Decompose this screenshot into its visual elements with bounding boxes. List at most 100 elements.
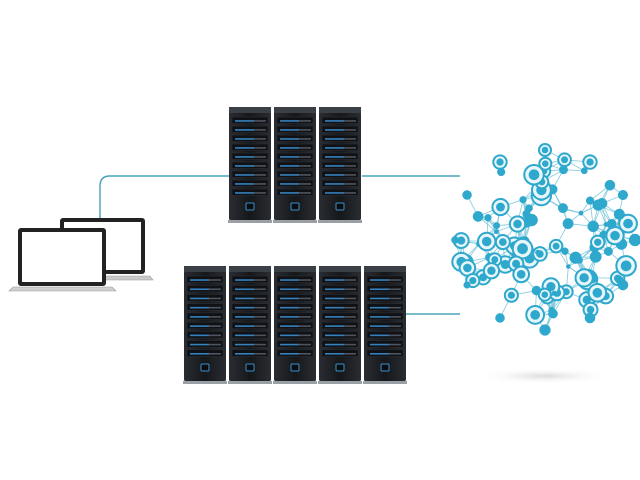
rack-power-button — [335, 363, 345, 372]
mesh-node — [493, 229, 499, 235]
mesh-node-core — [496, 158, 504, 166]
rack-vent — [208, 306, 221, 309]
rack-led-strip — [235, 297, 254, 300]
rack-led-strip — [280, 129, 299, 131]
rack-led-strip — [190, 306, 209, 309]
rack-vent — [298, 325, 311, 327]
rack-led-strip — [235, 353, 254, 355]
mesh-node — [603, 246, 613, 256]
rack-vent — [253, 174, 266, 176]
rack-vent — [208, 353, 221, 355]
mesh-node — [557, 203, 568, 214]
mesh-node — [604, 179, 616, 191]
rack-led-strip — [370, 306, 389, 309]
rack-vent — [388, 316, 401, 318]
rack-led-strip — [370, 325, 389, 327]
rack-vent — [388, 288, 401, 291]
mesh-node-core — [487, 266, 496, 275]
mesh-node-core — [481, 236, 492, 247]
mesh-node-core — [500, 259, 510, 269]
rack-led-strip — [280, 174, 299, 176]
rack-base — [228, 220, 272, 223]
rack-led-strip — [235, 174, 254, 176]
rack-led-strip — [280, 138, 299, 140]
rack-led-strip — [235, 325, 254, 327]
rack-vent — [298, 120, 311, 122]
mesh-node — [561, 247, 569, 255]
mesh-node — [580, 167, 588, 175]
rack-top — [184, 266, 226, 272]
rack-led-strip — [325, 183, 344, 185]
rack-vent — [388, 279, 401, 281]
rack-led-strip — [325, 156, 344, 158]
rack-vent — [343, 334, 356, 337]
server-rack-icon — [228, 266, 272, 384]
rack-vent — [388, 353, 401, 355]
rack-led-strip — [325, 353, 344, 355]
rack-vent — [298, 279, 311, 281]
rack-vent — [298, 129, 311, 131]
mesh-node-core — [491, 256, 499, 264]
rack-led-strip — [190, 325, 209, 327]
rack-led-strip — [325, 120, 344, 122]
rack-vent — [253, 306, 266, 309]
rack-vent — [343, 325, 356, 327]
server-rack-icon — [318, 266, 362, 384]
rack-vent — [388, 306, 401, 309]
rack-led-strip — [325, 343, 344, 346]
rack-vent — [343, 353, 356, 355]
rack-led-strip — [370, 334, 389, 337]
rack-vent — [388, 343, 401, 346]
mesh-node-core — [498, 238, 507, 246]
rack-led-strip — [235, 129, 254, 131]
mesh-node-core — [528, 169, 540, 181]
rack-vent — [208, 316, 221, 318]
rack-vent — [208, 334, 221, 337]
rack-led-strip — [235, 138, 254, 140]
rack-vent — [253, 165, 266, 167]
mesh-node — [531, 285, 542, 296]
rack-led-strip — [370, 353, 389, 355]
rack-top — [364, 266, 406, 272]
mesh-node — [584, 312, 596, 324]
rack-led-strip — [280, 306, 299, 309]
rack-vent — [253, 120, 266, 122]
rack-led-strip — [280, 120, 299, 122]
rack-led-strip — [235, 306, 254, 309]
rack-vent — [343, 120, 356, 122]
rack-led-strip — [280, 316, 299, 318]
rack-vent — [343, 183, 356, 185]
rack-vent — [253, 147, 266, 149]
rack-led-strip — [235, 192, 254, 194]
mesh-node — [578, 210, 584, 216]
rack-base — [273, 220, 317, 223]
rack-vent — [208, 297, 221, 300]
mesh-node-core — [592, 287, 603, 298]
rack-power-button — [290, 202, 300, 211]
rack-power-button — [245, 202, 255, 211]
rack-vent — [253, 343, 266, 346]
rack-vent — [208, 343, 221, 346]
rack-vent — [253, 353, 266, 355]
rack-led-strip — [325, 174, 344, 176]
rack-led-strip — [190, 343, 209, 346]
rack-led-strip — [190, 316, 209, 318]
network-mesh-icon — [451, 142, 640, 336]
rack-vent — [298, 306, 311, 309]
rack-led-strip — [280, 334, 299, 337]
mesh-node-core — [517, 243, 528, 255]
server-rack-icon — [228, 107, 272, 223]
rack-vent — [253, 279, 266, 281]
rack-led-strip — [190, 279, 209, 281]
rack-power-button — [200, 363, 210, 372]
mesh-node — [585, 196, 595, 205]
server-rack-icon — [318, 107, 362, 223]
server-rack-icon — [273, 107, 317, 223]
rack-power-button — [380, 363, 390, 372]
rack-top — [229, 107, 271, 113]
rack-base — [318, 220, 362, 223]
rack-led-strip — [325, 306, 344, 309]
rack-base — [363, 381, 407, 384]
mesh-node — [612, 232, 620, 240]
rack-led-strip — [280, 165, 299, 167]
